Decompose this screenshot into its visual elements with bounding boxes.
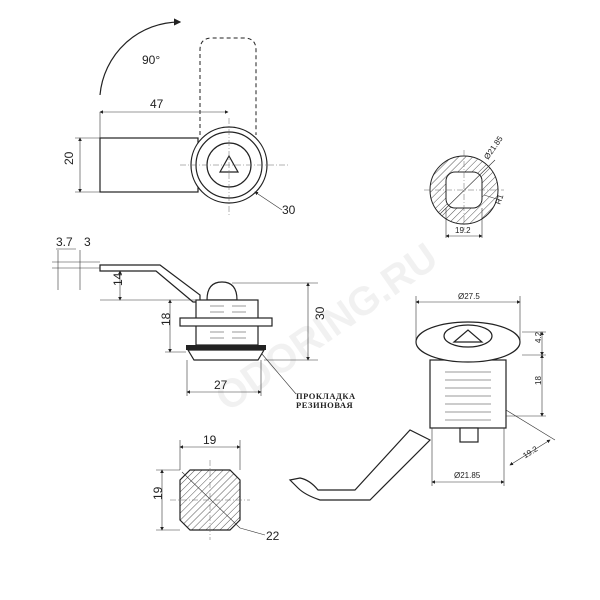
top-view: 90° 47 20 30 <box>62 18 296 217</box>
end-view: 19 19 22 <box>151 433 280 543</box>
iso-screw <box>459 427 479 443</box>
triangle-key-icon <box>218 154 240 173</box>
side-view: 3.7 3 14 18 30 27 ПРОКЛАДКА РЕЗИНОВАЯ <box>52 235 356 410</box>
section-diameter: Ø21.85 <box>482 134 505 161</box>
rubber-gasket <box>186 345 266 350</box>
lever-thickness-dim: 3.7 <box>56 235 73 249</box>
iso-thread-diameter: Ø21.85 <box>454 471 481 480</box>
end-diagonal-dim: 22 <box>266 529 280 543</box>
thread-length-dim: 18 <box>159 312 173 326</box>
iso-view: Ø27.5 4.2 18 19.2 Ø21.85 <box>288 292 556 501</box>
iso-thread-body <box>429 359 507 429</box>
iso-flange-height: 4.2 <box>534 331 543 343</box>
nut <box>179 317 273 327</box>
end-width-dim: 19 <box>203 433 217 447</box>
end-height-dim: 19 <box>151 486 165 500</box>
rotated-cam-outline <box>199 37 257 135</box>
flange <box>186 349 266 361</box>
offset-dim: 14 <box>111 272 125 286</box>
iso-flange-diameter: Ø27.5 <box>458 292 480 301</box>
section-view: Ø21.85 R1 19.2 <box>424 134 506 238</box>
width-dim: 20 <box>62 151 76 165</box>
gasket-label-line1: ПРОКЛАДКА <box>296 391 356 401</box>
iso-cam-lever <box>288 429 432 501</box>
screw-head <box>206 281 238 301</box>
section-width: 19.2 <box>455 226 471 235</box>
angle-label: 90° <box>142 53 160 67</box>
diameter-dim: 30 <box>282 203 296 217</box>
iso-cam-width: 19.2 <box>521 444 539 460</box>
section-radius: R1 <box>493 192 505 205</box>
total-height-dim: 30 <box>313 306 327 320</box>
length-dim: 47 <box>150 97 164 111</box>
square-shaft-section <box>179 469 241 531</box>
rotation-arc <box>99 18 182 96</box>
lever-gap-dim: 3 <box>84 235 91 249</box>
flange-width-dim: 27 <box>214 378 228 392</box>
iso-body-height: 18 <box>534 376 543 385</box>
gasket-label-line2: РЕЗИНОВАЯ <box>296 400 353 410</box>
